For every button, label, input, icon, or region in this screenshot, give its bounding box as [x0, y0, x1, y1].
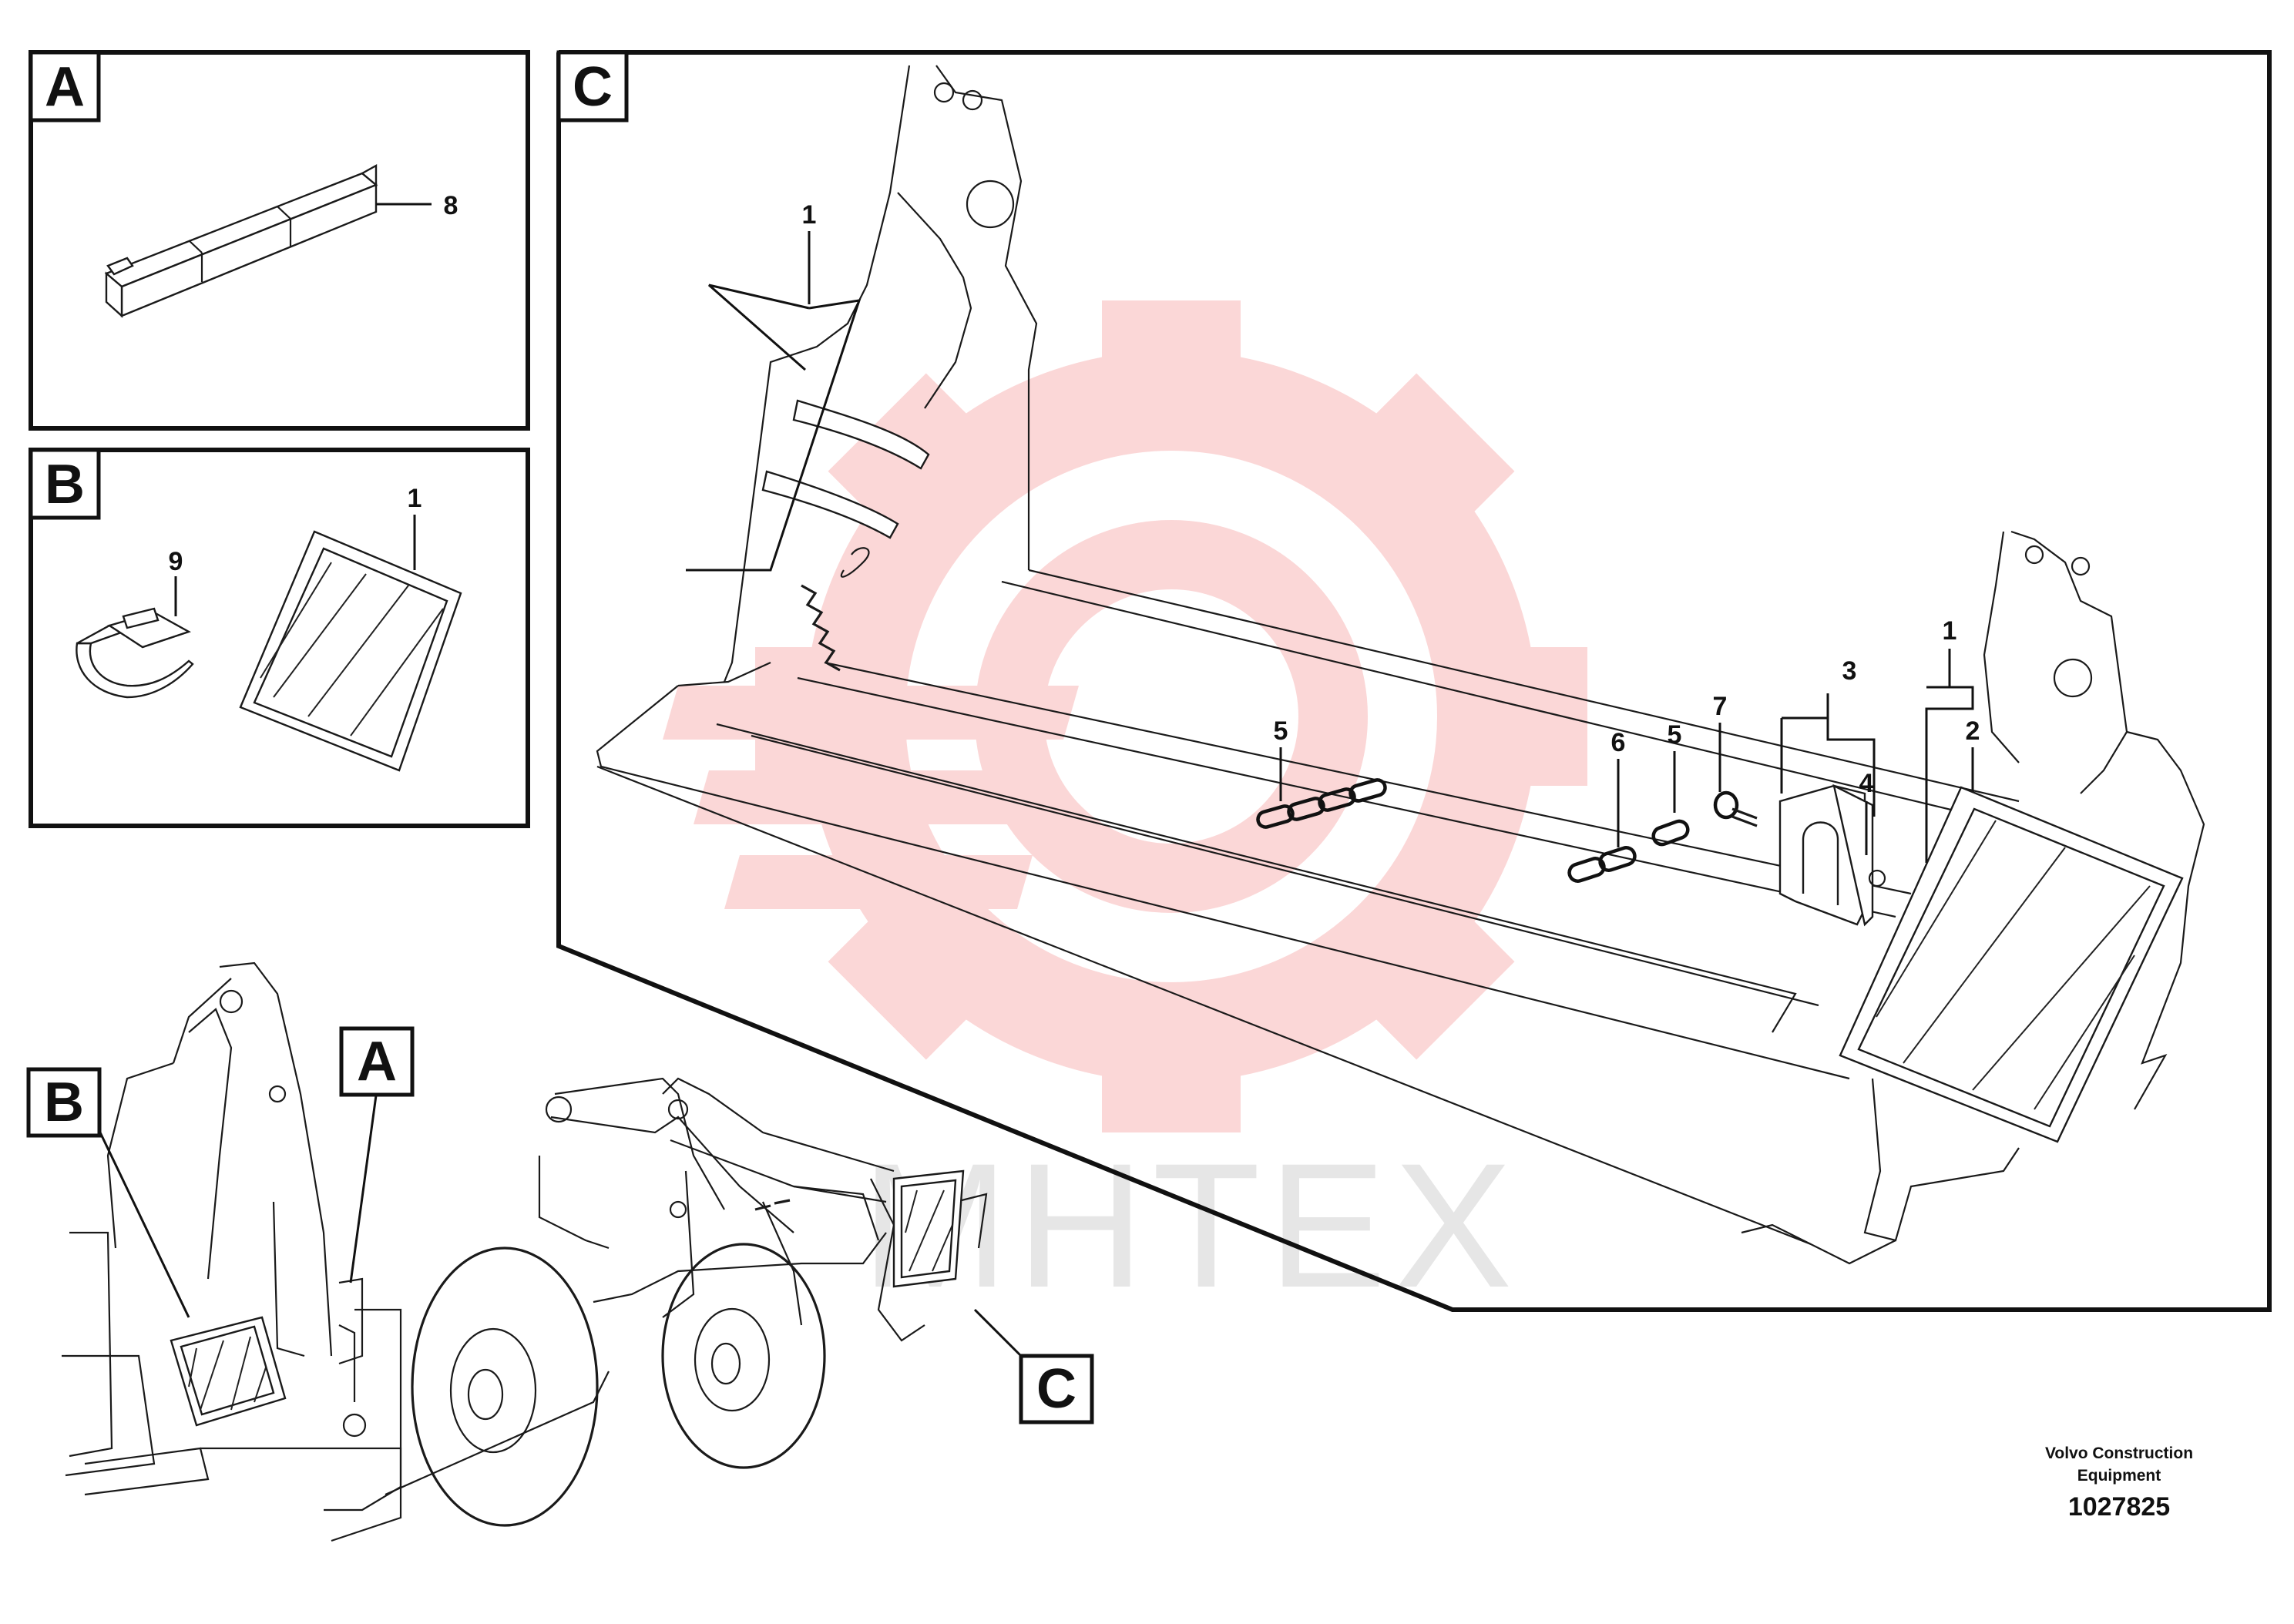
- callout-c-6: 6: [1611, 728, 1626, 757]
- credit-line-1: Volvo Construction: [2045, 1444, 2193, 1462]
- callout-c-2: 2: [1966, 716, 1980, 746]
- overview-reflector-rear: [170, 1316, 287, 1427]
- bucket-outline: [596, 65, 2205, 1265]
- document-number: 1027825: [2068, 1492, 2170, 1522]
- overview-reflector-front: [892, 1169, 965, 1288]
- credit-line-2: Equipment: [2077, 1467, 2161, 1485]
- rail-bracket-part: [104, 163, 378, 318]
- panel-c: C: [556, 50, 2272, 1312]
- callout-c-5-right: 5: [1668, 720, 1682, 750]
- backhoe-loader-overview: [62, 961, 988, 1542]
- panel-b-label: B: [45, 454, 85, 515]
- hook-bracket-part: [1778, 783, 1886, 927]
- callout-c-1-left: 1: [802, 200, 817, 230]
- panel-a: A 8: [29, 50, 530, 431]
- callout-b-1: 1: [408, 484, 422, 513]
- callout-c-7: 7: [1713, 692, 1728, 721]
- reflector-plate-right: [1839, 786, 2184, 1143]
- callout-a-8: 8: [444, 191, 458, 220]
- svg-text:A: A: [357, 1031, 397, 1092]
- panel-a-label: A: [45, 56, 85, 118]
- callout-b-9: 9: [169, 547, 183, 576]
- overview-callout-a: A: [339, 1026, 415, 1283]
- overview-callout-c: C: [973, 1308, 1094, 1424]
- callout-c-4: 4: [1859, 769, 1874, 798]
- link-part-right: [1651, 819, 1690, 847]
- chain-part-center: [1256, 778, 1387, 829]
- callout-c-1-right: 1: [1943, 616, 1957, 646]
- reflector-plate-part: [239, 530, 462, 772]
- chain-part-6: [1567, 846, 1637, 883]
- credit-block: Volvo Construction Equipment 1027825: [2045, 1444, 2193, 1522]
- callout-c-3: 3: [1842, 656, 1857, 686]
- strap-clip-part: [76, 607, 194, 699]
- pin-part: [1713, 790, 1758, 827]
- panel-b: B 9 1: [29, 448, 530, 828]
- callout-c-5-center: 5: [1274, 716, 1288, 746]
- watermark-gear-logo: [663, 300, 1587, 1132]
- svg-text:B: B: [44, 1072, 84, 1133]
- svg-text:C: C: [1036, 1358, 1076, 1420]
- panel-c-label: C: [573, 56, 613, 118]
- overview-callout-b: B: [26, 1067, 190, 1318]
